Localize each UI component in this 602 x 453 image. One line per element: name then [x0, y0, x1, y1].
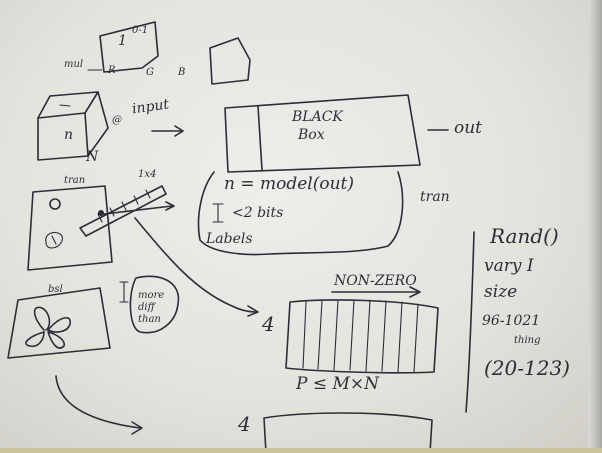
input-block-line: [59, 104, 71, 107]
matrix-four-top: 4: [262, 312, 275, 336]
top-box-superscript: 0-1: [132, 25, 149, 36]
input-block-side: [84, 91, 109, 157]
matrix-outline: [285, 299, 439, 374]
flower-petal-4: [47, 331, 66, 349]
model-line: n = model(out): [224, 174, 355, 194]
train-blob: [45, 231, 63, 249]
return-curve-head: [131, 421, 143, 435]
curve-to-matrix: [134, 217, 257, 313]
right-divider: [465, 231, 475, 413]
input-arrow-head: [174, 125, 184, 137]
top-box-small-outline: [209, 37, 251, 85]
labels-text: Labels: [206, 231, 253, 247]
matrix-header: NON-ZERO: [334, 273, 417, 289]
pen-dot: [98, 210, 104, 216]
flower-petal-2: [47, 317, 71, 333]
flower-petal-1: [33, 306, 51, 331]
pen-arrow: [103, 205, 173, 215]
top-box-outline: [99, 21, 159, 73]
bits-bracket: [212, 203, 224, 223]
black-box-divider: [257, 105, 263, 171]
at-symbol: @: [112, 115, 122, 126]
note-circle: [129, 275, 180, 334]
return-curve: [55, 375, 141, 429]
bottom-left-box: [7, 287, 111, 359]
black-box-title-2: Box: [298, 127, 325, 143]
bottom-box: [263, 412, 433, 453]
train-label: tran: [64, 175, 86, 186]
train-circle: [49, 198, 61, 210]
g-label: G: [146, 67, 154, 78]
matrix-p-relation: P ≤ M×N: [296, 374, 380, 394]
board-bottom-edge: [0, 448, 602, 453]
top-box-number: 1: [118, 33, 127, 49]
bottom-left-note: more diff than: [138, 290, 165, 325]
board-right-edge: [588, 0, 602, 453]
input-block-n-below: N: [86, 149, 99, 165]
right-note-4: 96-1021: [482, 313, 541, 329]
pen-shape: [79, 185, 167, 237]
right-note-6: (20-123): [484, 356, 570, 380]
input-block-n: n: [64, 127, 74, 143]
matrix-columns: [302, 299, 419, 373]
pen-arrow-head: [165, 201, 175, 211]
right-note-5: thing: [514, 335, 541, 346]
train-blob-line: [51, 235, 57, 245]
r-label: R: [108, 65, 116, 76]
right-note-3: size: [484, 282, 518, 302]
note-brace: [119, 281, 129, 303]
train-size-label: 1x4: [138, 169, 157, 180]
black-box-outline: [224, 94, 421, 173]
bits-note: <2 bits: [232, 205, 284, 221]
mul-label: mul: [64, 59, 84, 70]
input-block-front: [37, 112, 89, 161]
right-note-1: Rand(): [490, 224, 559, 248]
train-box-outline: [27, 185, 113, 271]
b-label: B: [178, 67, 186, 78]
model-region: [197, 171, 404, 256]
matrix-four-bottom: 4: [238, 412, 251, 436]
nonzero-arrow-head: [409, 286, 421, 298]
curve-to-matrix-head: [247, 305, 259, 317]
out-label: out: [454, 118, 483, 138]
pen-ticks: [97, 189, 151, 223]
black-box-title-1: BLACK: [292, 109, 343, 125]
flower-petal-3: [25, 331, 45, 348]
right-note-2: vary I: [484, 256, 534, 276]
train-right-label: tran: [420, 189, 450, 205]
bottom-left-label: bsl: [48, 284, 63, 295]
